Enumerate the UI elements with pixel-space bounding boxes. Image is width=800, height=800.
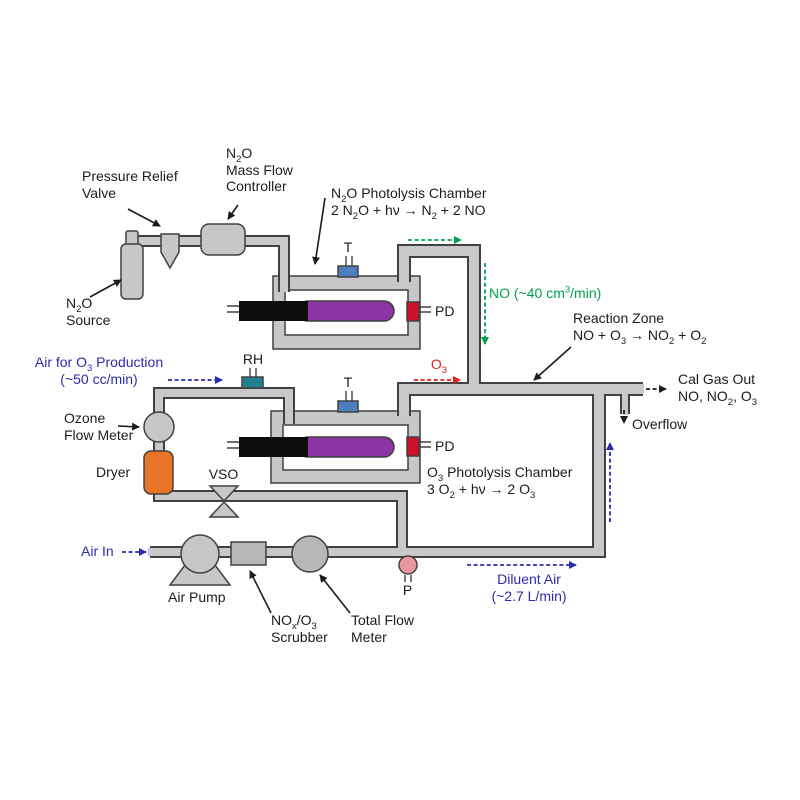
rh-sensor-label: RH	[242, 351, 264, 367]
o3-chamber-reaction: 3 O2 + hν → 2 O3	[427, 480, 536, 501]
o3-chamber-label: O3 Photolysis Chamber 3 O2 + hν → 2 O3	[427, 464, 573, 501]
temperature-sensor-leads	[345, 256, 353, 266]
uv-lamp-base	[239, 437, 308, 457]
pressure-sensor-leads	[404, 575, 412, 582]
n2o-chamber-title: N2O Photolysis Chamber	[331, 185, 487, 205]
n2o-mass-flow-controller	[200, 223, 246, 256]
label-pointer-arrows	[89, 197, 572, 614]
uv-lamp-bulb	[297, 436, 395, 458]
n2o-chamber-reaction: 2 N2O + hν → N2 + 2 NO	[331, 201, 486, 222]
o3-flow-label: O3	[430, 356, 448, 376]
total-flow-meter-pointer	[319, 574, 351, 614]
diluent-air-label: Diluent Air(~2.7 L/min)	[491, 571, 567, 604]
air-pump-head	[180, 534, 220, 574]
reaction-zone-title: Reaction Zone	[573, 310, 665, 326]
temperature-sensor-label-2: T	[343, 374, 353, 390]
overflow-label: Overflow	[632, 416, 688, 432]
n2o-chamber-label: N2O Photolysis Chamber 2 N2O + hν → N2 +…	[331, 185, 487, 222]
vso-valve-label: VSO	[208, 466, 239, 482]
total-flow-meter	[291, 535, 329, 573]
pressure-sensor-label: P	[402, 582, 413, 598]
photodiode-label-2: PD	[435, 438, 455, 454]
pressure-relief-valve-pointer	[127, 208, 161, 227]
n2o-chamber-pointer	[312, 197, 326, 265]
no-flow-label: NO (~40 cm3/min)	[489, 284, 602, 301]
photodiode-label-1: PD	[435, 303, 455, 319]
uv-lamp-o3-chamber	[227, 436, 395, 458]
lamp-leads	[227, 441, 239, 449]
flow-arrows	[122, 236, 667, 569]
n2o-photolysis-chamber	[272, 275, 421, 350]
vso-valve	[208, 485, 240, 518]
air-pump-label: Air Pump	[168, 589, 226, 605]
temperature-sensor-leads	[345, 391, 353, 401]
n2o-source	[120, 230, 144, 300]
reaction-zone-pointer	[533, 346, 572, 381]
photodiode-o3-chamber	[406, 436, 420, 457]
mfc-pointer	[227, 204, 239, 220]
rh-sensor-leads	[249, 368, 257, 377]
air-pump	[168, 534, 232, 586]
reaction-zone-reaction: NO + O3 → NO2 + O2	[573, 326, 707, 347]
photodiode-n2o-chamber	[406, 301, 420, 322]
pressure-sensor	[398, 555, 418, 575]
photodiode-leads	[419, 441, 431, 448]
air-for-o3-label: Air for O3 Production(~50 cc/min)	[34, 354, 164, 387]
pipe-o3-air-inlet	[153, 387, 295, 424]
photodiode-leads	[419, 306, 431, 313]
temperature-sensor-label-1: T	[343, 239, 353, 255]
uv-lamp-base	[239, 301, 308, 321]
temperature-sensor-o3-chamber	[337, 400, 359, 413]
lamp-leads	[227, 305, 239, 313]
ozone-flow-meter-pointer	[117, 422, 140, 431]
temperature-sensor-n2o-chamber	[337, 265, 359, 278]
air-in-label: Air In	[81, 543, 114, 559]
uv-lamp-n2o-chamber	[227, 300, 395, 322]
uv-lamp-bulb	[297, 300, 395, 322]
dryer	[143, 450, 174, 495]
n2o-source-pointer	[89, 279, 122, 298]
dryer-label: Dryer	[96, 464, 131, 480]
rh-sensor	[241, 376, 264, 389]
reaction-zone-label: Reaction Zone NO + O3 → NO2 + O2	[573, 310, 707, 347]
o3-chamber-title: O3 Photolysis Chamber	[427, 464, 573, 484]
pressure-relief-valve	[160, 233, 180, 270]
n2o-cylinder-body	[120, 243, 144, 300]
nox-o3-scrubber	[230, 541, 267, 566]
scrubber-pointer	[249, 570, 272, 614]
ozone-flow-meter	[143, 411, 175, 443]
